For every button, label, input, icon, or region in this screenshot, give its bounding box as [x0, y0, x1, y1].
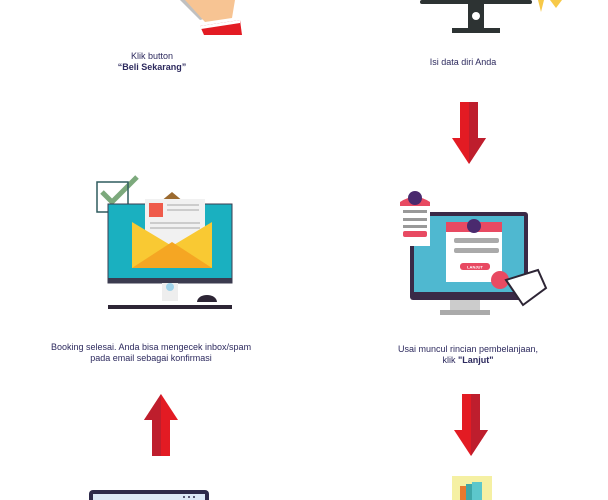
caption-line: pada email sebagai konfirmasi: [90, 353, 212, 363]
shopping-bags-icon: [452, 476, 492, 500]
arrow-down-icon: [454, 394, 488, 456]
email-confirmation-illustration: [96, 175, 233, 309]
step-caption-isi-data: Isi data diri Anda: [363, 57, 563, 68]
hand-click-illustration: [180, 0, 242, 35]
monitor-illustration: [420, 0, 562, 33]
step-caption-booking-selesai: Booking selesai. Anda bisa mengecek inbo…: [0, 342, 305, 364]
arrow-up-icon: [144, 394, 178, 456]
step-caption-klik-button: Klik button “Beli Sekarang”: [52, 51, 252, 73]
caption-line: Klik button: [130, 51, 174, 61]
laptop-illustration: [89, 490, 209, 500]
caption-line: Booking selesai. Anda bisa mengecek inbo…: [50, 342, 252, 352]
caption-line: Isi data diri Anda: [429, 57, 497, 67]
step-caption-klik-lanjut: Usai muncul rincian pembelanjaan, klik "…: [330, 344, 606, 366]
caption-text: klik: [442, 355, 458, 365]
form-lanjut-illustration: LANJUT: [400, 191, 548, 315]
caption-line: Usai muncul rincian pembelanjaan,: [397, 344, 539, 354]
caption-bold: "Lanjut": [457, 355, 494, 365]
lanjut-label: LANJUT: [467, 265, 483, 270]
caption-line-bold: “Beli Sekarang”: [117, 62, 187, 72]
arrow-down-icon: [452, 102, 486, 164]
